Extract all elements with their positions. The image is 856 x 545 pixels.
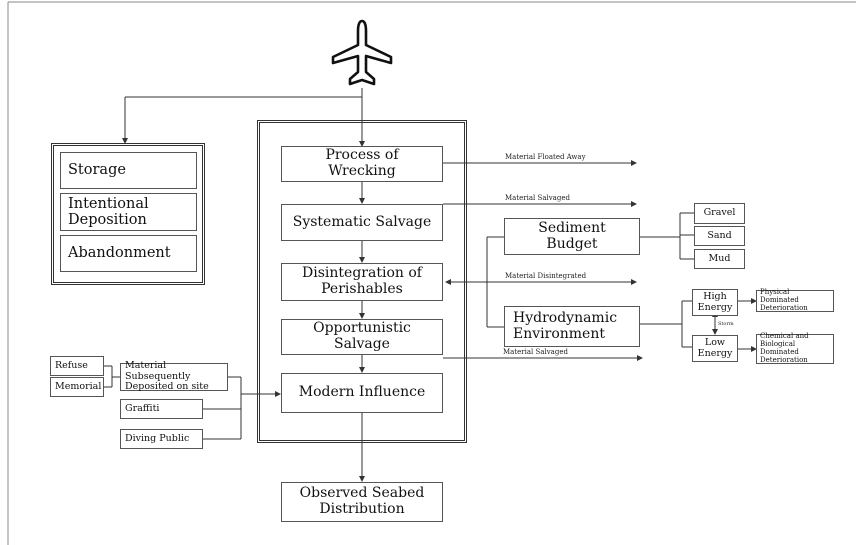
- physical-dominated-deterioration-box: Physical Dominated Deterioration: [756, 288, 834, 312]
- opportunistic-salvage-box: Opportunistic Salvage: [281, 319, 443, 355]
- material-floated-away-label: Material Floated Away: [505, 153, 586, 161]
- systematic-salvage-box: Systematic Salvage: [281, 204, 443, 241]
- abandonment-box: Abandonment: [60, 235, 197, 272]
- material-disintegrated-label: Material Disintegrated: [505, 272, 587, 280]
- low-energy-box: Low Energy: [692, 335, 738, 362]
- airplane-icon: [331, 19, 393, 86]
- wreck-process-frame: [257, 120, 467, 443]
- sand-box: Sand: [694, 226, 745, 246]
- material-subsequently-deposited-box: Material Subsequently Deposited on site: [120, 360, 228, 392]
- process-of-wrecking-box: Process of Wrecking: [281, 146, 443, 182]
- memorial-box: Memorial: [50, 377, 104, 397]
- storm-label: Storm: [718, 321, 734, 327]
- refuse-box: Refuse: [50, 356, 104, 376]
- diving-public-box: Diving Public: [120, 429, 203, 449]
- high-energy-box: High Energy: [692, 289, 738, 316]
- chemical-biological-deterioration-box: Chemical and Biological Dominated Deteri…: [756, 332, 834, 364]
- material-salvaged-label-1: Material Salvaged: [505, 194, 570, 202]
- disintegration-of-perishables-box: Disintegration of Perishables: [281, 263, 443, 301]
- storage-box: Storage: [60, 152, 197, 189]
- intentional-deposition-box: Intentional Deposition: [60, 193, 197, 231]
- modern-influence-box: Modern Influence: [281, 373, 443, 413]
- pre-wreck-frame: [51, 143, 205, 285]
- gravel-box: Gravel: [694, 203, 745, 224]
- observed-seabed-distribution-box: Observed Seabed Distribution: [281, 482, 443, 522]
- hydrodynamic-environment-box: Hydrodynamic Environment: [504, 306, 640, 347]
- mud-box: Mud: [694, 249, 745, 269]
- sediment-budget-box: Sediment Budget: [504, 218, 640, 255]
- graffiti-box: Graffiti: [120, 399, 203, 419]
- material-salvaged-label-2: Material Salvaged: [503, 348, 568, 356]
